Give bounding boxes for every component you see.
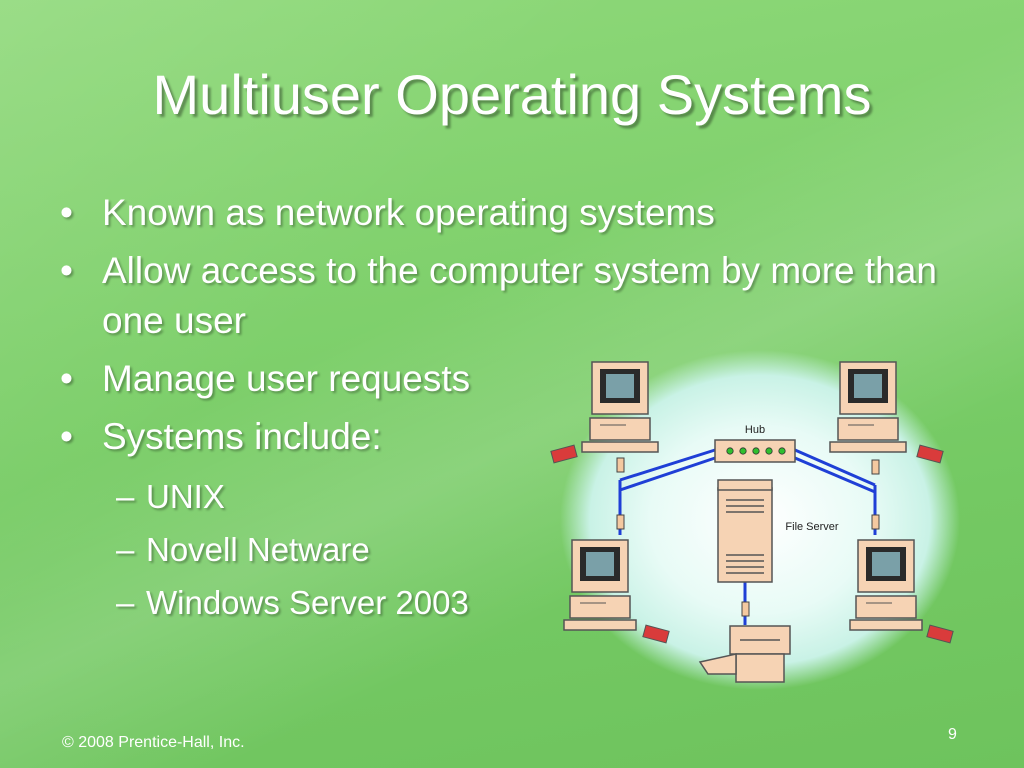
workstation-computer bbox=[849, 539, 954, 644]
bullet-list: • Known as network operating systems • All… bbox=[58, 188, 938, 470]
bullet-glyph: • bbox=[60, 416, 73, 457]
hub-label: Hub bbox=[745, 424, 765, 436]
dash-glyph: – bbox=[116, 584, 135, 621]
workstation-computer bbox=[550, 361, 659, 464]
sub-bullet-text: Windows Server 2003 bbox=[146, 584, 469, 621]
dash-glyph: – bbox=[116, 478, 135, 515]
file-server-label: File Server bbox=[785, 521, 839, 533]
bullet-glyph: • bbox=[60, 250, 73, 291]
page-number: 9 bbox=[948, 726, 957, 743]
sub-bullet-item: –Novell Netware bbox=[100, 523, 469, 576]
bullet-text: Manage user requests bbox=[102, 358, 471, 399]
sub-bullet-item: –Windows Server 2003 bbox=[100, 576, 469, 629]
bullet-text: Known as network operating systems bbox=[102, 192, 715, 233]
bullet-item: • Known as network operating systems bbox=[58, 188, 938, 238]
dash-glyph: – bbox=[116, 531, 135, 568]
bullet-item: • Manage user requests bbox=[58, 354, 938, 404]
bullet-text: Allow access to the computer system by m… bbox=[102, 250, 937, 341]
file-server bbox=[717, 479, 773, 583]
printer bbox=[698, 625, 791, 683]
bullet-glyph: • bbox=[60, 358, 73, 399]
bullet-text: Systems include: bbox=[102, 416, 382, 457]
workstation-computer bbox=[563, 539, 670, 644]
sub-bullet-text: UNIX bbox=[146, 478, 225, 515]
network-cables bbox=[618, 448, 877, 625]
bullet-glyph: • bbox=[60, 192, 73, 233]
sub-bullet-item: –UNIX bbox=[100, 470, 469, 523]
sub-bullet-list: –UNIX –Novell Netware –Windows Server 20… bbox=[100, 470, 469, 629]
bullet-item: • Systems include: bbox=[58, 412, 938, 462]
cable-connectors bbox=[616, 457, 880, 617]
bullet-item: • Allow access to the computer system by … bbox=[58, 246, 962, 346]
workstation-computer bbox=[829, 361, 944, 464]
hub-device bbox=[714, 439, 796, 463]
network-diagram: Hub File Server bbox=[550, 350, 960, 690]
footer-copyright: © 2008 Prentice-Hall, Inc. bbox=[62, 734, 245, 751]
sub-bullet-text: Novell Netware bbox=[146, 531, 370, 568]
slide-title: Multiuser Operating Systems bbox=[152, 63, 872, 126]
